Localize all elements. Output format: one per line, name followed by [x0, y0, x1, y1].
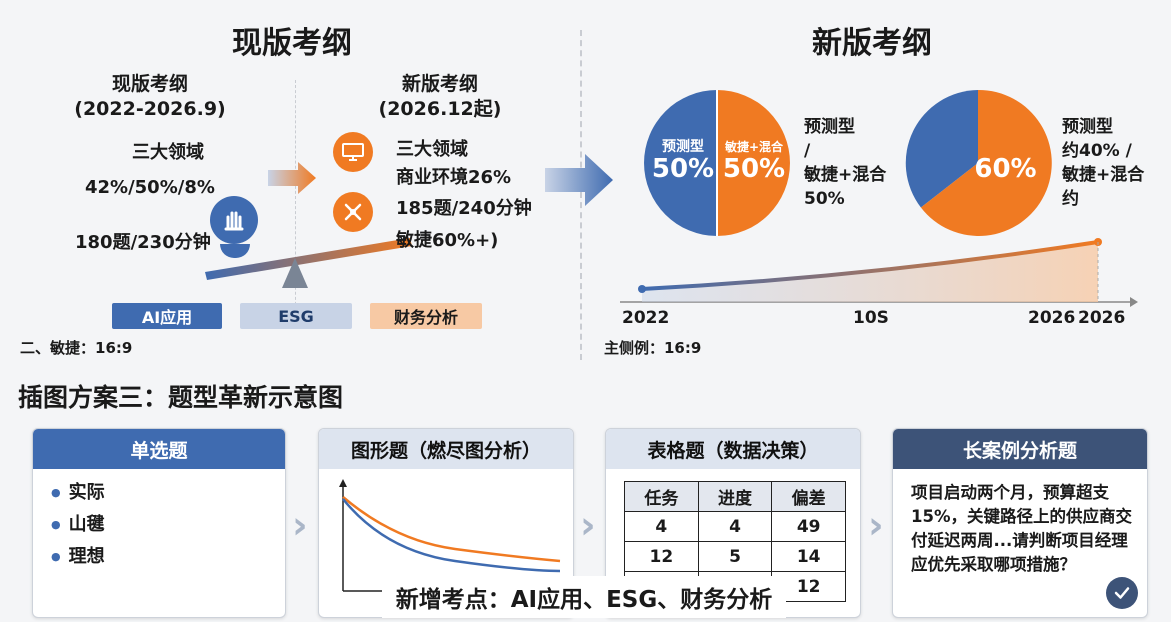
- table-header-row: 任务 进度 偏差: [624, 481, 846, 512]
- current-questions: 180题/230分钟: [75, 232, 211, 253]
- new-syllabus-heading: 新版考纲 (2026.12起): [355, 72, 525, 122]
- table-header-cell: 进度: [697, 481, 773, 512]
- pie1-slice-predictive: [644, 90, 717, 236]
- new-questions: 185题/240分钟: [396, 198, 532, 219]
- timeline-start-dot: [638, 285, 646, 293]
- monitor-icon: [333, 132, 373, 172]
- hand-icon: [210, 196, 258, 244]
- pie2-caption-line: 约40% /: [1062, 141, 1132, 161]
- timeline-trend-line: [641, 240, 1099, 291]
- burndown-line-orange: [342, 496, 561, 563]
- pie1-left-value: 50%: [651, 154, 715, 184]
- table-row: 12 5 14: [624, 541, 846, 572]
- burndown-line-blue: [342, 498, 561, 573]
- table-cell: 4: [697, 511, 773, 542]
- table-cell: 4: [624, 511, 699, 542]
- table-cell: 5: [697, 541, 773, 572]
- new-domains: 三大领域: [396, 139, 468, 160]
- pie1-caption-line: 敏捷+混合: [804, 165, 887, 185]
- current-syllabus-title: 现版考纲: [111, 73, 188, 95]
- pie2-caption: 预测型 约40% / 敏捷+混合 约: [1062, 115, 1144, 211]
- pie1-caption: 预测型 / 敏捷+混合 50%: [804, 115, 886, 211]
- inner-divider: [295, 80, 296, 320]
- pie1-caption-line: 预测型: [804, 117, 855, 137]
- tools-icon: [333, 192, 373, 232]
- scale-cup: [220, 244, 250, 258]
- tag-ai-application: AI应用: [112, 303, 222, 329]
- option-item: 理想: [33, 541, 285, 573]
- table-header-cell: 偏差: [771, 481, 846, 512]
- card-long-case-title: 长案例分析题: [893, 429, 1147, 469]
- pie-chart-40-60: 60%: [903, 88, 1053, 238]
- pie-chart-50-50: 预测型 50% 敏捷+混合 50%: [642, 88, 792, 238]
- current-syllabus-heading: 现版考纲 (2022-2026.9): [70, 72, 230, 122]
- pie2-caption-line: 约: [1062, 189, 1079, 209]
- pie2-caption-line: 敏捷+混合: [1062, 165, 1145, 185]
- current-ratios: 42%/50%/8%: [85, 177, 215, 198]
- timeline-label: 10S: [853, 308, 889, 328]
- pie1-right-value: 50%: [722, 154, 786, 184]
- table-header-cell: 任务: [624, 481, 699, 512]
- current-syllabus-period: (2022-2026.9): [74, 98, 226, 120]
- section-title: 插图方案三：题型革新示意图: [18, 383, 344, 412]
- timeline: [620, 238, 1138, 307]
- current-domains: 三大领域: [132, 142, 204, 163]
- new-syllabus-period: (2026.12起): [378, 98, 502, 120]
- chevron-right-icon: ›: [580, 503, 596, 547]
- option-item: 实际: [33, 477, 285, 509]
- pie2-value: 60%: [974, 154, 1037, 184]
- timeline-axis-arrow: [1130, 297, 1138, 307]
- check-icon: [1106, 577, 1138, 609]
- arrow-right-icon: [545, 154, 613, 206]
- new-syllabus-title: 新版考纲: [401, 73, 478, 95]
- tag-esg: ESG: [240, 303, 352, 329]
- right-section-title: 新版考纲: [812, 26, 932, 61]
- case-text: 项目启动两个月，预算超支15%，关键路径上的供应商交付延迟两周...请判断项目经…: [911, 483, 1132, 574]
- card-table-question-title: 表格题（数据决策）: [606, 429, 860, 469]
- card-graph-question-title: 图形题（燃尽图分析）: [319, 429, 573, 469]
- timeline-label: 2026: [1028, 308, 1076, 328]
- balance-scale: [205, 238, 412, 288]
- card-table-question: 表格题（数据决策） 任务 进度 偏差 4 4 49 12 5 14 14 9 1…: [605, 428, 861, 618]
- left-section-title: 现版考纲: [232, 26, 352, 61]
- new-business: 商业环境26%: [396, 167, 512, 188]
- pie1-left-label: 预测型: [662, 139, 704, 155]
- table-cell: 12: [624, 541, 699, 572]
- table-cell: 49: [771, 511, 846, 542]
- pie1-caption-line: 50%: [804, 189, 845, 209]
- table-row: 4 4 49: [624, 511, 846, 542]
- card-single-choice: 单选题 实际 山毽 理想: [32, 428, 286, 618]
- new-topics-banner: 新增考点：AI应用、ESG、财务分析: [382, 576, 786, 618]
- right-aspect-note: 主侧例：16:9: [604, 339, 702, 357]
- timeline-label: 2022: [622, 308, 670, 328]
- pie2-slice-predictive: [905, 90, 978, 208]
- card-single-choice-title: 单选题: [33, 429, 285, 469]
- left-aspect-note: 二、敏捷：16:9: [20, 339, 133, 357]
- arrow-right-icon: [268, 162, 316, 194]
- pie1-caption-line: /: [804, 141, 811, 161]
- tag-financial-analysis: 财务分析: [370, 303, 482, 329]
- chevron-right-icon: ›: [292, 503, 308, 547]
- pie2-slice-agile: [920, 89, 1052, 236]
- card-long-case: 长案例分析题 项目启动两个月，预算超支15%，关键路径上的供应商交付延迟两周..…: [892, 428, 1148, 618]
- pie2-caption-line: 预测型: [1062, 117, 1113, 137]
- chevron-right-icon: ›: [868, 503, 884, 547]
- option-item: 山毽: [33, 509, 285, 541]
- table-cell: 14: [771, 541, 846, 572]
- new-agile: 敏捷60%+): [396, 230, 499, 251]
- section-divider: [580, 30, 582, 360]
- pie1-right-label: 敏捷+混合: [724, 140, 784, 154]
- timeline-label: 2026: [1078, 308, 1126, 328]
- pie1-slice-agile: [717, 90, 790, 236]
